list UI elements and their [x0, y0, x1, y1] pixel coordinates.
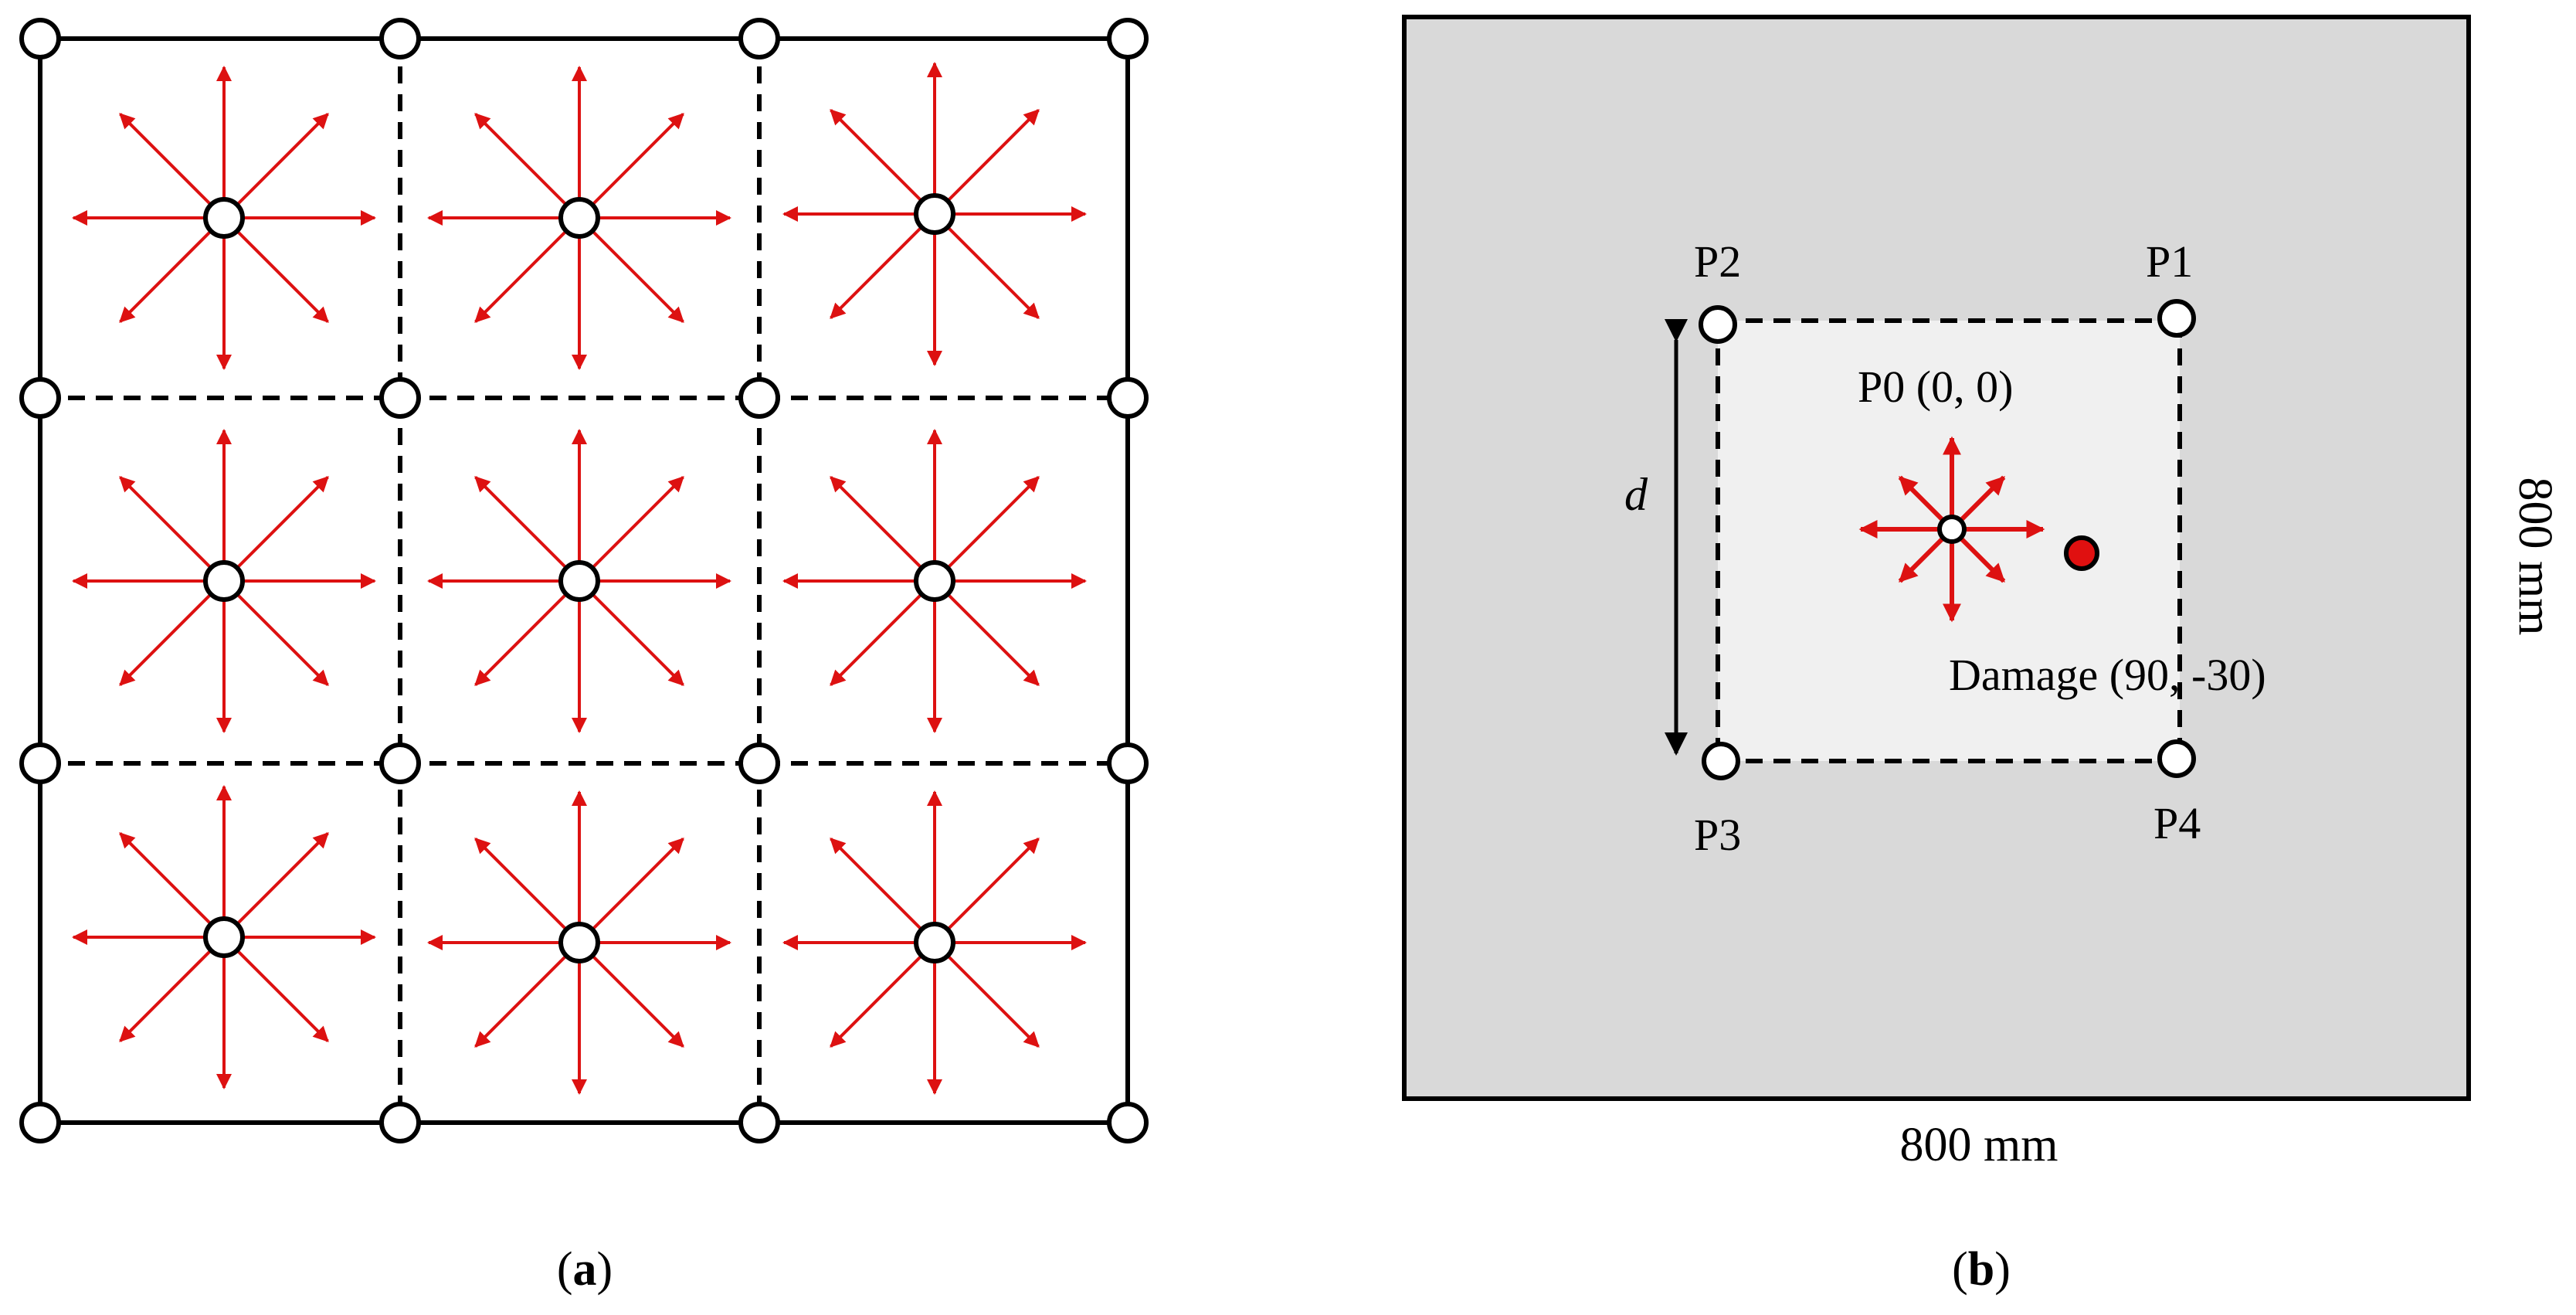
- sensor-p2: [1699, 305, 1737, 344]
- center-sensor-0: [203, 197, 245, 239]
- arrow-8-135: [830, 838, 922, 930]
- center-sensor-6: [203, 916, 245, 958]
- arrow-2-135: [830, 109, 922, 202]
- grid-node-0-2: [738, 18, 780, 59]
- panel-a-sensor-grid: [19, 18, 1149, 1143]
- arrow-0-225: [119, 230, 212, 323]
- p0-arrow-45: [1960, 475, 2006, 522]
- grid-node-1-0: [19, 377, 61, 419]
- center-sensor-3: [203, 560, 245, 602]
- grid-node-2-0: [19, 742, 61, 784]
- sensor-p4: [2157, 739, 2196, 778]
- caption-a-letter: a: [573, 1243, 597, 1296]
- damage-label: Damage (90, -30): [1949, 650, 2266, 700]
- center-sensor-5: [914, 560, 955, 602]
- grid-node-2-2: [738, 742, 780, 784]
- arrow-4-135: [474, 476, 567, 569]
- p0-arrow-315: [1960, 537, 2006, 583]
- damage-marker: [2064, 535, 2099, 571]
- caption-a: (a): [557, 1243, 613, 1296]
- arrow-3-135: [119, 476, 212, 569]
- arrow-3-45: [236, 476, 329, 569]
- arrow-7-45: [592, 838, 684, 930]
- caption-b-letter: b: [1968, 1243, 1994, 1296]
- arrow-1-225: [474, 230, 567, 323]
- plate-width-label: 800 mm: [1900, 1119, 2058, 1171]
- grid-node-0-3: [1107, 18, 1149, 59]
- arrow-7-225: [474, 955, 567, 1048]
- grid-node-1-1: [379, 377, 421, 419]
- grid-node-3-1: [379, 1102, 421, 1143]
- center-sensor-1: [558, 197, 600, 239]
- arrow-4-315: [592, 593, 684, 686]
- arrow-1-45: [592, 113, 684, 206]
- arrow-3-225: [119, 593, 212, 686]
- grid-outer-border: [38, 36, 1130, 1125]
- sensor-p3-label: P3: [1694, 810, 1741, 860]
- sensor-p2-label: P2: [1694, 236, 1741, 287]
- p0-actuation-arrows: [1858, 436, 2045, 623]
- arrow-0-315: [236, 230, 329, 323]
- sensor-p4-label: P4: [2153, 798, 2201, 848]
- arrow-8-225: [830, 955, 922, 1048]
- arrow-6-315: [236, 950, 329, 1042]
- arrow-5-135: [830, 476, 922, 569]
- sensing-region-border: [1716, 318, 2182, 763]
- sensor-p0-label: P0 (0, 0): [1858, 362, 2013, 412]
- arrow-6-225: [119, 950, 212, 1042]
- arrow-7-315: [592, 955, 684, 1048]
- distance-label: d: [1624, 469, 1648, 520]
- arrow-5-45: [947, 476, 1040, 569]
- arrow-1-135: [474, 113, 567, 206]
- grid-node-0-0: [19, 18, 61, 59]
- grid-sensor-nodes: [19, 18, 1149, 1143]
- grid-node-2-3: [1107, 742, 1149, 784]
- grid-node-3-3: [1107, 1102, 1149, 1143]
- arrow-5-225: [830, 593, 922, 686]
- sensor-p1: [2157, 299, 2196, 338]
- arrow-8-45: [947, 838, 1040, 930]
- grid-node-0-1: [379, 18, 421, 59]
- arrow-6-135: [119, 832, 212, 925]
- p0-arrow-225: [1898, 537, 1944, 583]
- arrow-6-45: [236, 832, 329, 925]
- caption-b: (b): [1952, 1243, 2011, 1296]
- grid-node-3-0: [19, 1102, 61, 1143]
- arrow-8-315: [947, 955, 1040, 1048]
- arrow-4-45: [592, 476, 684, 569]
- arrow-0-135: [119, 113, 212, 206]
- arrow-0-45: [236, 113, 329, 206]
- arrow-4-225: [474, 593, 567, 686]
- grid-node-3-2: [738, 1102, 780, 1143]
- grid-dashed-lines: [40, 39, 1128, 1123]
- grid-node-2-1: [379, 742, 421, 784]
- grid-node-1-2: [738, 377, 780, 419]
- arrow-3-315: [236, 593, 329, 686]
- center-sensor-8: [914, 922, 955, 963]
- panel-b-plate-setup: d Damage (90, -30) P0 (0, 0) P1 P2 P3 P4…: [1402, 15, 2561, 1171]
- plate-height-label: 800 mm: [2509, 477, 2561, 636]
- grid-node-1-3: [1107, 377, 1149, 419]
- arrow-2-225: [830, 226, 922, 319]
- p0-arrow-135: [1898, 475, 1944, 522]
- center-sensor-4: [558, 560, 600, 602]
- center-sensor-nodes: [203, 193, 955, 963]
- sensor-p1-label: P1: [2146, 236, 2193, 287]
- arrow-1-315: [592, 230, 684, 323]
- radiation-arrows: [72, 62, 1087, 1095]
- arrow-2-45: [947, 109, 1040, 202]
- arrow-7-135: [474, 838, 567, 930]
- arrow-5-315: [947, 593, 1040, 686]
- sensor-p0: [1937, 515, 1967, 544]
- sensor-p3: [1702, 742, 1740, 780]
- center-sensor-7: [558, 922, 600, 963]
- arrow-2-315: [947, 226, 1040, 319]
- center-sensor-2: [914, 193, 955, 235]
